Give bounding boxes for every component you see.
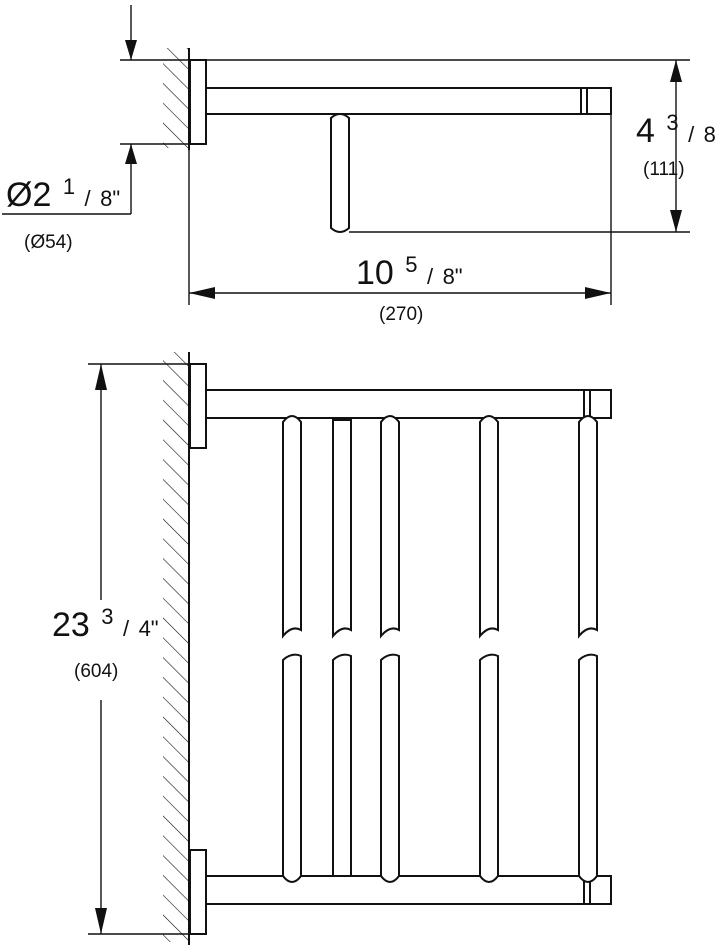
dim-arrow — [125, 144, 137, 164]
front-view: 23 3 / 4" (604) — [52, 352, 612, 945]
vertical-bars — [282, 415, 598, 883]
dim-arrow — [670, 210, 682, 232]
wall-plate-front-bottom — [189, 849, 207, 935]
dim-arrow — [95, 364, 107, 390]
width-inch-label: 10 5 / 8" — [356, 242, 463, 292]
bar — [380, 653, 400, 883]
bar — [380, 415, 400, 639]
wall-hatch-front — [163, 352, 189, 942]
bar — [578, 415, 598, 639]
bar — [282, 415, 302, 639]
bar — [479, 653, 499, 883]
bar — [332, 653, 352, 877]
diameter-inch-label: Ø2 1 / 8" — [6, 164, 120, 214]
dim-arrow — [670, 60, 682, 82]
bar — [578, 653, 598, 883]
depth-inch-label: 4 3 / 8" — [636, 100, 716, 150]
bar — [332, 419, 352, 639]
upper-rail-front — [205, 389, 612, 419]
dim-arrow — [585, 287, 611, 299]
wall-hatch-top — [163, 48, 189, 148]
wall-plate-front-top — [189, 363, 207, 449]
bar — [479, 415, 499, 639]
depth-mm-label: (111) — [643, 159, 685, 180]
bar — [282, 653, 302, 883]
top-view: Ø2 1 / 8" (Ø54) 4 3 / 8" (111) 10 5 / 8"… — [2, 5, 716, 325]
dim-arrow — [95, 908, 107, 934]
height-inch-label: 23 3 / 4" — [52, 594, 159, 644]
dim-arrow — [125, 40, 137, 60]
diameter-mm-label: (Ø54) — [24, 232, 73, 253]
height-mm-label: (604) — [74, 661, 118, 682]
main-rail-top — [205, 87, 612, 115]
wall-plate-top — [189, 59, 207, 145]
side-bar-top — [330, 113, 350, 233]
lower-rail-front — [205, 875, 612, 905]
width-mm-label: (270) — [379, 304, 423, 325]
dim-arrow — [189, 287, 215, 299]
